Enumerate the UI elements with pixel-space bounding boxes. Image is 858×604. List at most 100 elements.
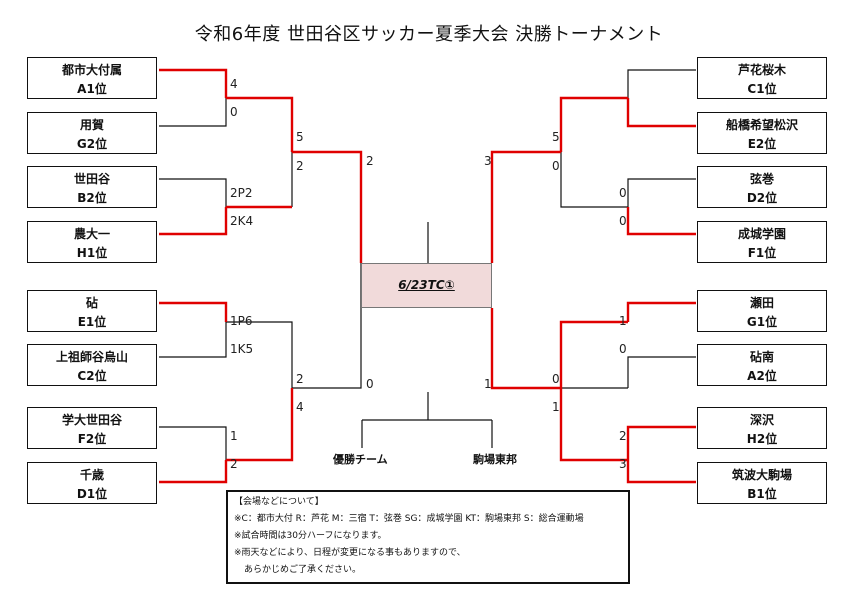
team-seed: E1位 (77, 315, 107, 329)
final-match-box: 6/23TC① (361, 263, 492, 308)
line-l-r2b-loser (226, 321, 293, 388)
line-r-r2b-win (559, 320, 628, 388)
line-l-c2 (159, 322, 227, 358)
line-l-f2 (159, 426, 227, 460)
team-name: 世田谷 (73, 172, 110, 186)
score-r-sf-1: 3 (484, 154, 492, 168)
notes-line-duration: ※試合時間は30分ハーフになります。 (234, 531, 387, 541)
line-l-e1-win (159, 301, 228, 322)
team-box-right-5: 瀬田 G1位 (697, 290, 827, 332)
line-l-r2a-win (226, 96, 294, 152)
team-box-left-4: 農大一 H1位 (27, 221, 157, 263)
team-seed: C1位 (747, 82, 777, 96)
team-name: 砧南 (749, 350, 774, 364)
score-l-r2-2: 2 (296, 159, 304, 173)
score-l-sf-2: 0 (366, 377, 374, 391)
team-name: 学大世田谷 (61, 413, 122, 427)
team-box-right-1: 芦花桜木 C1位 (697, 57, 827, 99)
team-box-left-6: 上祖師谷烏山 C2位 (27, 344, 157, 386)
team-box-right-2: 船橋希望松沢 E2位 (697, 112, 827, 154)
team-seed: G1位 (746, 315, 778, 329)
team-name: 千歳 (79, 468, 104, 482)
score-r-r1-6: 3 (619, 457, 627, 471)
team-name: 都市大付属 (61, 63, 122, 77)
score-r-r2-1: 5 (552, 130, 560, 144)
score-l-r1-6: 1K5 (230, 342, 254, 356)
score-r-r1-5: 2 (619, 429, 627, 443)
notes-box: 【会場などについて】 ※C：都市大付 R：芦花 M：三宿 T：弦巻 SG：成城学… (226, 490, 630, 584)
team-name: 弦巻 (749, 172, 774, 186)
score-l-r2-3: 2 (296, 372, 304, 386)
team-box-left-2: 用賀 G2位 (27, 112, 157, 154)
line-l-sf-win (292, 150, 363, 263)
team-name: 深沢 (749, 413, 774, 427)
score-r-r1-4: 0 (552, 372, 560, 386)
line-r-sf-win (490, 150, 561, 263)
team-seed: H2位 (746, 432, 778, 446)
score-l-r1-2: 0 (230, 105, 238, 119)
winner-label: 優勝チーム (333, 453, 388, 466)
team-box-right-3: 弦巻 D2位 (697, 166, 827, 208)
team-box-right-7: 深沢 H2位 (697, 407, 827, 449)
score-l-r2-4: 4 (296, 400, 304, 414)
line-r-g1-win (626, 301, 696, 322)
score-r-r1-3: 1 (619, 314, 627, 328)
score-r-r2-3: 0 (619, 214, 627, 228)
team-name: 上祖師谷烏山 (55, 350, 128, 364)
team-name: 用賀 (79, 118, 104, 132)
line-l-a1-win (159, 68, 228, 98)
team-seed: A2位 (747, 369, 777, 383)
team-name: 芦花桜木 (737, 63, 786, 77)
line-l-h1-win (159, 207, 228, 236)
line-r-sf-win2 (490, 308, 561, 390)
line-l-r2b-win (226, 388, 294, 462)
score-l-r1-7: 1 (230, 429, 238, 443)
score-r-r2-4: 1 (552, 400, 560, 414)
score-r-r1-1: 0 (619, 186, 627, 200)
line-l-d1-win (159, 460, 228, 484)
line-r-h2-loser (626, 425, 696, 460)
team-box-left-5: 砧 E1位 (27, 290, 157, 332)
team-seed: A1位 (77, 82, 107, 96)
team-box-right-6: 砧南 A2位 (697, 344, 827, 386)
notes-line-rain: ※雨天などにより、日程が変更になる事もありますので、 (234, 548, 466, 558)
team-seed: D2位 (746, 191, 778, 205)
score-l-r1-8: 2 (230, 457, 238, 471)
line-r-r2b-win2 (559, 388, 628, 462)
notes-line-apology: あらかじめご了承ください。 (244, 565, 362, 575)
team-name: 成城学園 (737, 227, 786, 241)
team-name: 砧 (85, 296, 98, 310)
line-r-f1-win (626, 207, 696, 236)
team-seed: C2位 (77, 369, 107, 383)
team-seed: B1位 (747, 487, 777, 501)
team-box-left-1: 都市大付属 A1位 (27, 57, 157, 99)
team-box-right-4: 成城学園 F1位 (697, 221, 827, 263)
team-seed: F2位 (77, 432, 107, 446)
team-box-right-8: 筑波大駒場 B1位 (697, 462, 827, 504)
line-r-b1-win (626, 460, 696, 484)
line-l-sf-loser (292, 263, 362, 389)
team-seed: B2位 (77, 191, 107, 205)
score-r-r1-2: 0 (619, 342, 627, 356)
score-r-r2-2: 0 (552, 159, 560, 173)
black-lines (159, 69, 696, 460)
team-seed: F1位 (747, 246, 777, 260)
score-l-r1-1: 4 (230, 77, 238, 91)
team-box-left-7: 学大世田谷 F2位 (27, 407, 157, 449)
team-box-left-8: 千歳 D1位 (27, 462, 157, 504)
notes-header: 【会場などについて】 (234, 497, 324, 507)
score-l-r2-1: 5 (296, 130, 304, 144)
line-r-e2-win (626, 98, 696, 128)
score-l-r1-3: 2P2 (230, 186, 253, 200)
line-l-g2 (159, 98, 227, 127)
team-seed: H1位 (76, 246, 108, 260)
line-l-b2 (159, 178, 227, 207)
line-r-r2a-win (559, 96, 628, 152)
score-r-sf-2: 1 (484, 377, 492, 391)
notes-line-venues: ※C：都市大付 R：芦花 M：三宿 T：弦巻 SG：成城学園 KT：駒場東邦 S… (234, 514, 584, 524)
team-seed: E2位 (747, 137, 777, 151)
red-lines (159, 68, 696, 484)
score-l-r1-5: 1P6 (230, 314, 253, 328)
line-r-d2 (627, 178, 696, 207)
